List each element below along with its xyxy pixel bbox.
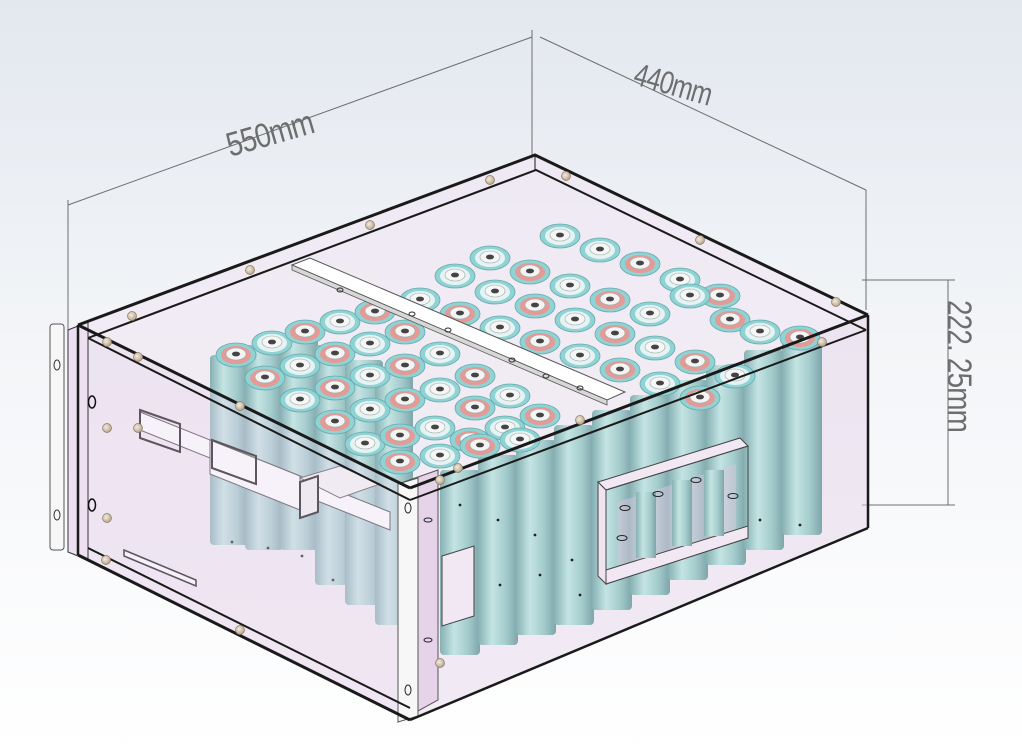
top-bus-bar: [290, 257, 627, 406]
internal-mount-plate: [123, 408, 391, 588]
dimension-lines: [67, 30, 955, 506]
side-handle-bracket: [597, 437, 749, 586]
front-panel: [49, 321, 475, 723]
dimension-height-label: 222. 25mm: [940, 300, 978, 433]
